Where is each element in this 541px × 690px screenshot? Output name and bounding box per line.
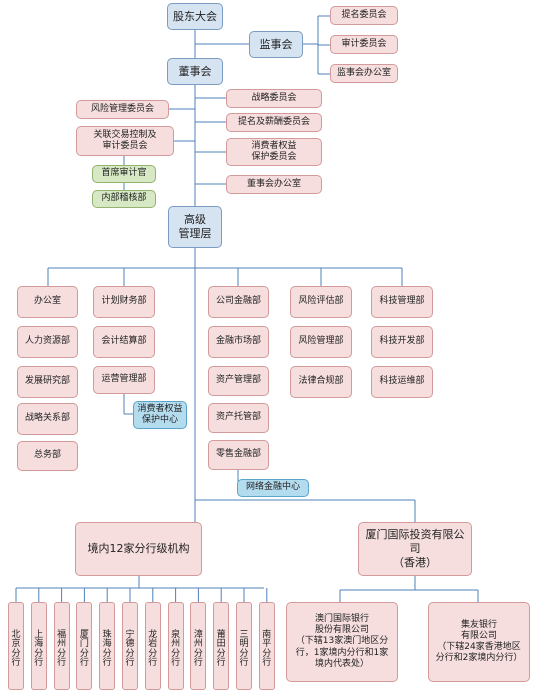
strategy-committee: 战略委员会 <box>226 89 322 108</box>
dept-retail-finance: 零售金融部 <box>208 440 269 470</box>
branch-box: 北京分行 <box>8 602 24 690</box>
sup-office: 监事会办公室 <box>330 64 398 83</box>
risk-management-committee: 风险管理委员会 <box>76 100 169 119</box>
internal-audit-department: 内部稽核部 <box>92 190 156 208</box>
chiyu-bank: 集友银行 有限公司 （下辖24家香港地区 分行和2家境内分行） <box>428 602 530 682</box>
board-of-directors-box: 董事会 <box>167 58 223 85</box>
branch-box: 龙岩分行 <box>144 602 161 690</box>
branch-box: 南平分行 <box>258 602 275 690</box>
dept-asset-custody: 资产托管部 <box>208 403 269 433</box>
domestic-branch-institutions: 境内12家分行级机构 <box>75 522 202 576</box>
branch-box: 泉州分行 <box>167 602 184 690</box>
branch-box: 福州分行 <box>53 602 70 690</box>
dept-corporate-finance: 公司金融部 <box>208 286 269 318</box>
branch-box: 珠海分行 <box>99 602 116 690</box>
dept-development-research: 发展研究部 <box>17 366 78 398</box>
shareholders-meeting-box: 股东大会 <box>167 3 223 30</box>
consumer-protection-committee: 消费者权益 保护委员会 <box>226 138 322 166</box>
dept-office: 办公室 <box>17 286 78 318</box>
branch-box: 莆田分行 <box>213 602 230 690</box>
related-transaction-audit-committee: 关联交易控制及 审计委员会 <box>76 126 174 156</box>
dept-hr: 人力资源部 <box>17 326 78 358</box>
dept-tech-development: 科技开发部 <box>371 326 433 358</box>
consumer-protection-center: 消费者权益 保护中心 <box>133 401 187 429</box>
dept-strategic-relations: 战略关系部 <box>17 403 78 435</box>
macau-international-bank: 澳门国际银行 股份有限公司 （下辖13家澳门地区分 行，1家境内分行和1家 境内… <box>286 602 398 682</box>
dept-financial-markets: 金融市场部 <box>208 326 269 358</box>
dept-asset-management: 资产管理部 <box>208 366 269 396</box>
branch-box: 漳州分行 <box>190 602 207 690</box>
dept-risk-assessment: 风险评估部 <box>290 286 352 318</box>
chief-audit-officer: 首席审计官 <box>92 165 156 183</box>
dept-tech-management: 科技管理部 <box>371 286 433 318</box>
sup-nomination-committee: 提名委员会 <box>330 6 398 25</box>
dept-tech-operations: 科技运维部 <box>371 366 433 398</box>
dept-accounting-settlement: 会计结算部 <box>93 326 155 358</box>
branch-box: 厦门分行 <box>76 602 93 690</box>
online-finance-center: 网络金融中心 <box>237 479 309 497</box>
sup-audit-committee: 审计委员会 <box>330 35 398 54</box>
supervisory-board-box: 监事会 <box>249 31 303 58</box>
branch-box: 上海分行 <box>30 602 47 690</box>
nomination-remuneration-committee: 提名及薪酬委员会 <box>226 113 322 132</box>
board-office: 董事会办公室 <box>226 175 322 194</box>
xiamen-international-investment-hk: 厦门国际投资有限公司 （香港） <box>358 522 472 576</box>
branch-box: 宁德分行 <box>122 602 138 690</box>
branch-box: 三明分行 <box>236 602 252 690</box>
dept-operations-management: 运营管理部 <box>93 366 155 394</box>
dept-risk-management: 风险管理部 <box>290 326 352 358</box>
dept-general-affairs: 总务部 <box>17 441 78 471</box>
senior-management-box: 高级 管理层 <box>168 206 222 248</box>
dept-legal-compliance: 法律合规部 <box>290 366 352 398</box>
dept-planning-finance: 计划财务部 <box>93 286 155 318</box>
